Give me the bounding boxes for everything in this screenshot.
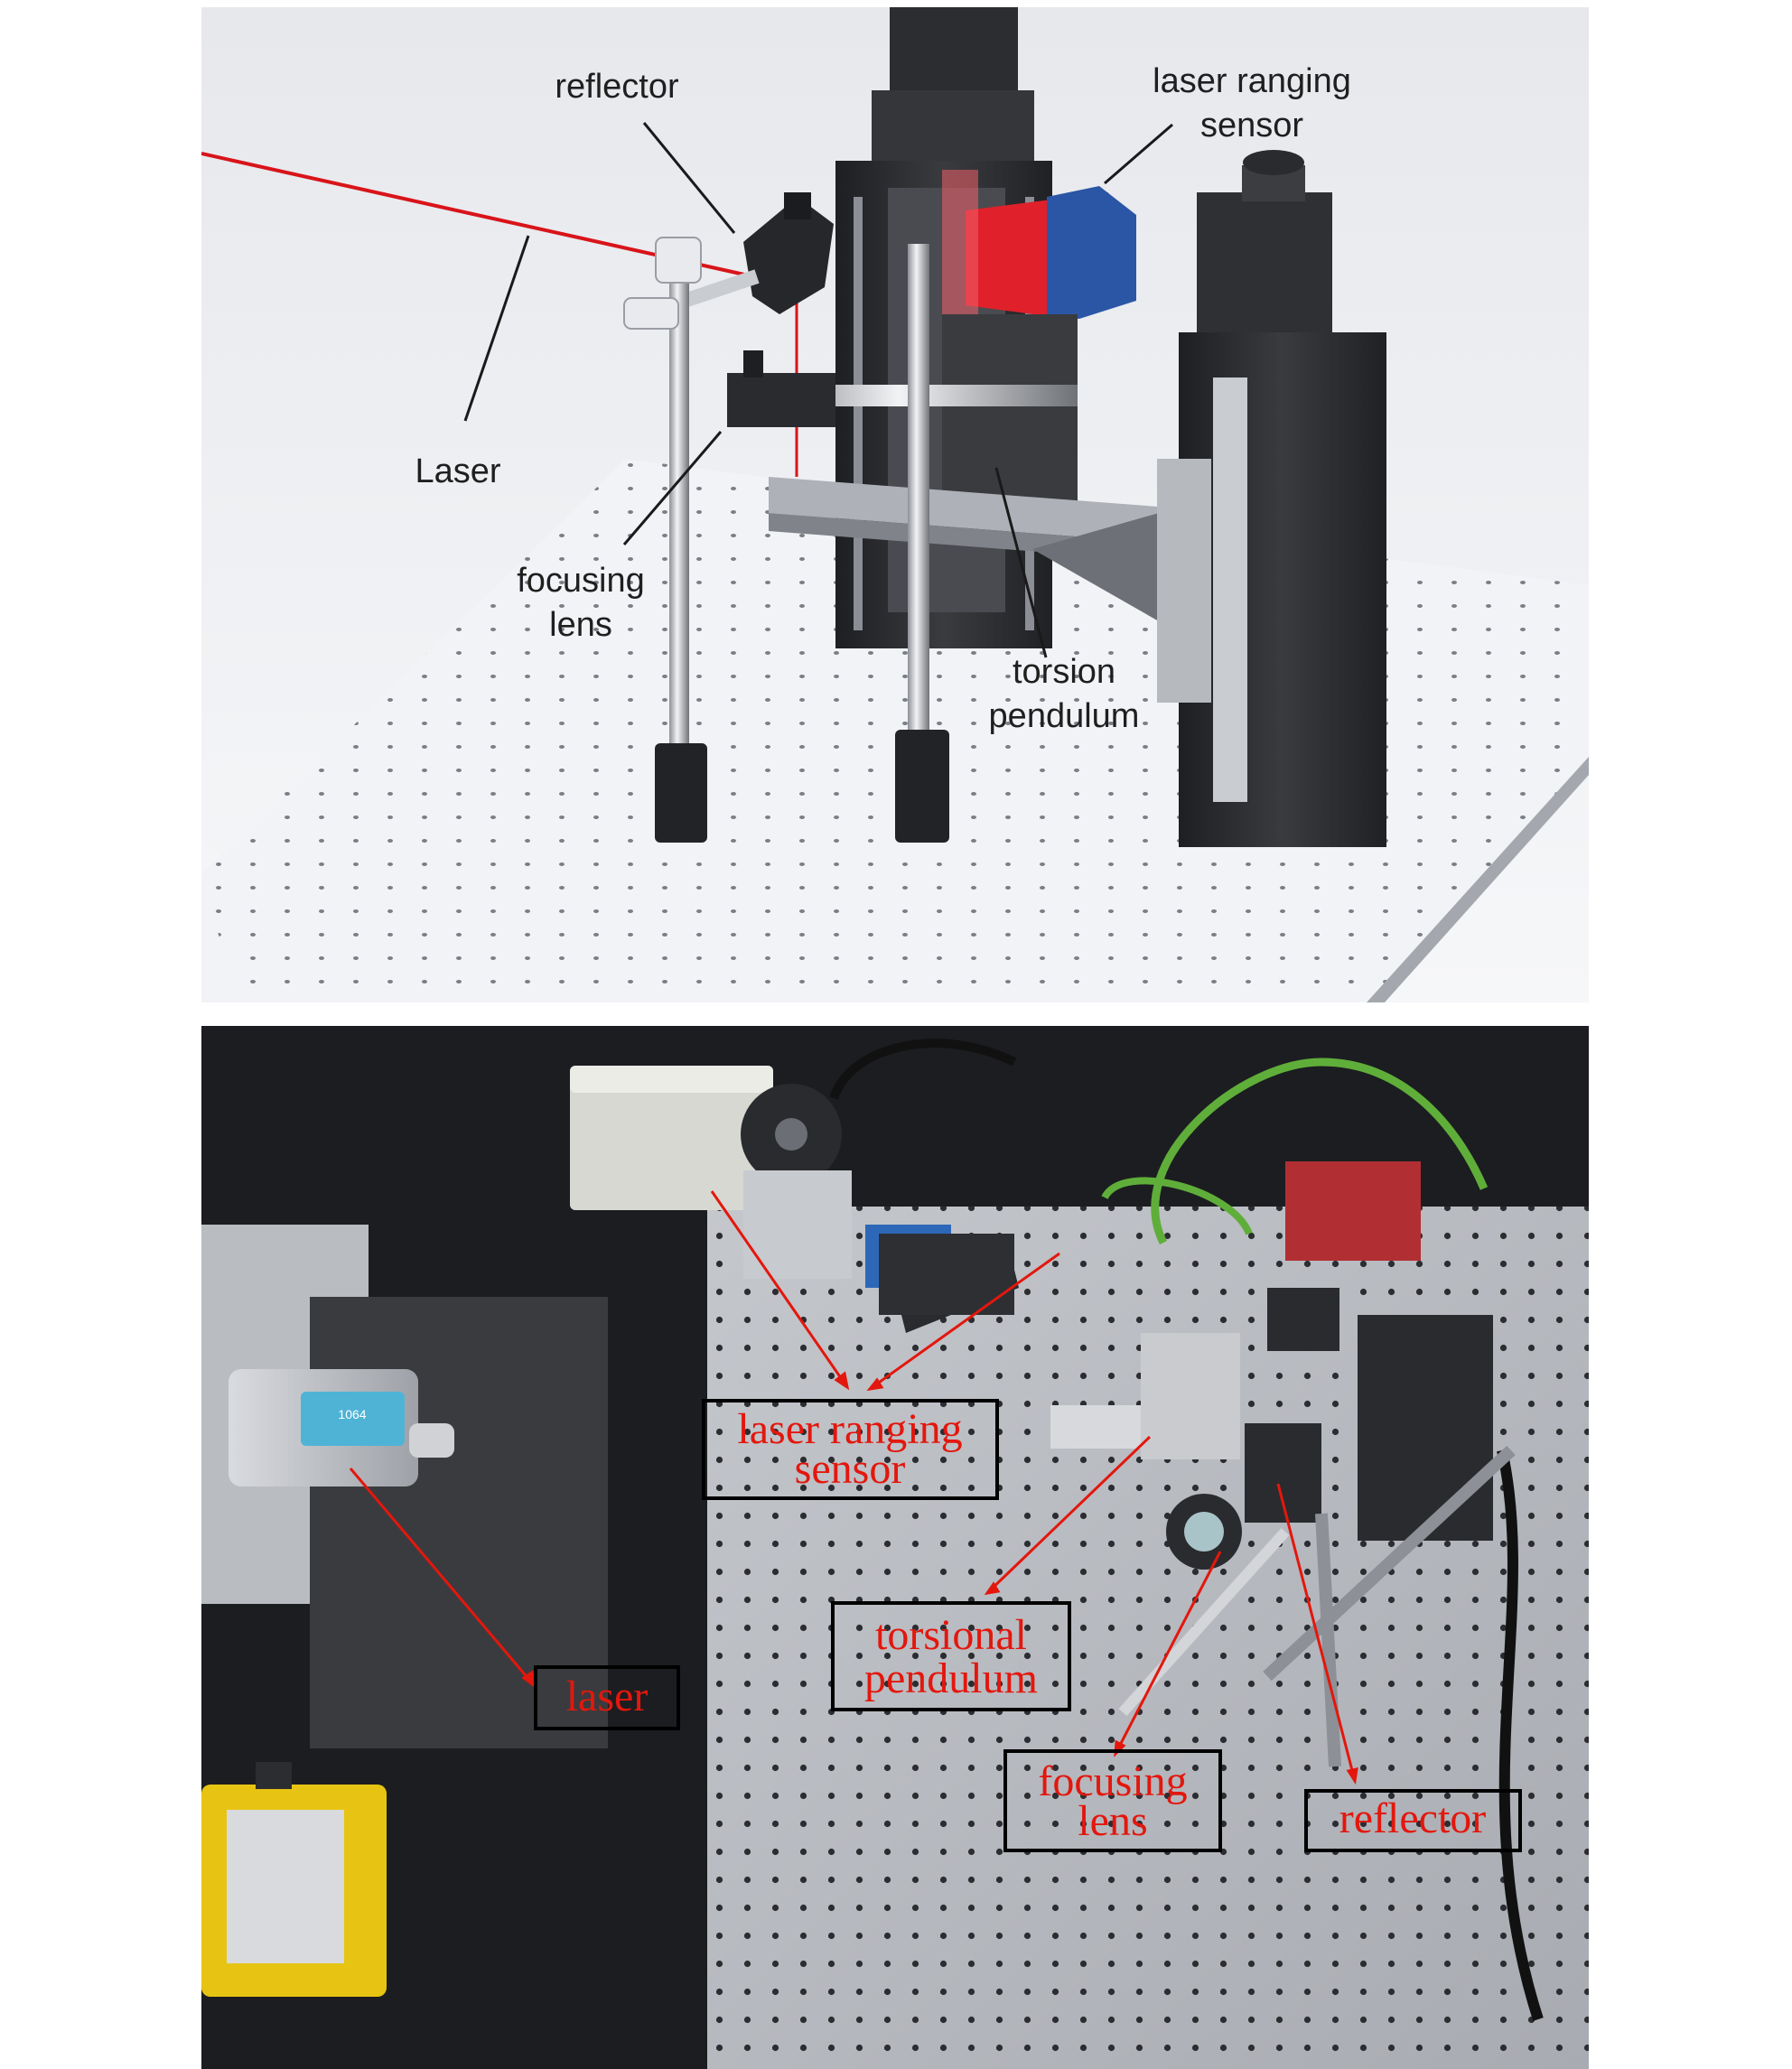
pointer-laser [463,235,530,422]
pointer-laser-ranging-sensor [1104,123,1173,185]
arrow-sensor-from-stage [869,1252,1060,1391]
cad-rendering-panel: reflector laser ranging sensor Laser foc… [201,7,1589,1002]
cad-rendering-svg: reflector laser ranging sensor Laser foc… [201,7,1589,1002]
label-focusing-lens-line2: lens [1078,1797,1147,1845]
optic-mounts-photo [1118,1423,1516,1767]
photo-panel: 1064 [201,1026,1589,2069]
pointer-reflector [642,122,736,234]
label-laser-ranging-sensor-line1: laser ranging [1153,62,1351,100]
right-stage-photo [1267,1161,1493,1541]
power-meter [201,1762,387,1997]
pointer-arrows [349,1190,1358,1785]
focusing-lens-mount-model [727,350,835,427]
arrow-focusing-lens [1114,1551,1222,1755]
controller-box [570,1066,773,1210]
label-focusing-lens: focusing lens [1003,1749,1222,1852]
laser-head-photo: 1064 [201,1225,608,1748]
arrow-sensor-from-box [710,1190,849,1388]
label-reflector: reflector [555,68,679,106]
label-torsional-pendulum-line2: pendulum [864,1654,1038,1702]
cables [829,1039,1544,2021]
label-focusing-lens-line1: focusing [1038,1757,1187,1805]
reflector-mount-model [668,192,834,314]
label-torsional-pendulum: torsional pendulum [831,1601,1071,1711]
torsional-pendulum-photo [1050,1333,1240,1459]
label-reflector: reflector [1304,1789,1522,1852]
label-torsional-pendulum-line1: torsional [875,1611,1027,1659]
label-reflector-text: reflector [1339,1794,1487,1842]
label-laser-ranging-sensor-line1: laser ranging [737,1405,962,1453]
label-focusing-lens-line2: lens [549,606,612,644]
pointer-torsion-pendulum [994,467,1048,658]
laser-ranging-sensor-model [942,170,1136,323]
label-laser-ranging-sensor-line2: sensor [795,1445,906,1493]
arrow-laser [349,1468,536,1686]
label-laser-ranging-sensor-line2: sensor [1200,107,1303,144]
photo-svg: 1064 [201,1026,1589,2069]
label-laser-text: laser [566,1673,649,1720]
label-laser: Laser [415,452,500,490]
pointer-lines [463,122,1173,658]
label-laser: laser [534,1665,680,1730]
label-torsion-pendulum-line1: torsion [1013,653,1115,691]
arrow-torsional-pendulum [985,1435,1152,1595]
label-laser-ranging-sensor: laser ranging sensor [702,1399,999,1500]
arrow-reflector [1276,1483,1357,1782]
label-focusing-lens-line1: focusing [517,562,645,600]
left-post [623,237,707,843]
center-post [895,244,949,843]
laser-head-marking: 1064 [338,1407,366,1421]
pointer-focusing-lens [622,431,723,545]
label-torsion-pendulum-line2: pendulum [989,697,1140,735]
laser-ranging-sensor-photo [879,1234,1014,1315]
right-stage [1157,150,1386,847]
